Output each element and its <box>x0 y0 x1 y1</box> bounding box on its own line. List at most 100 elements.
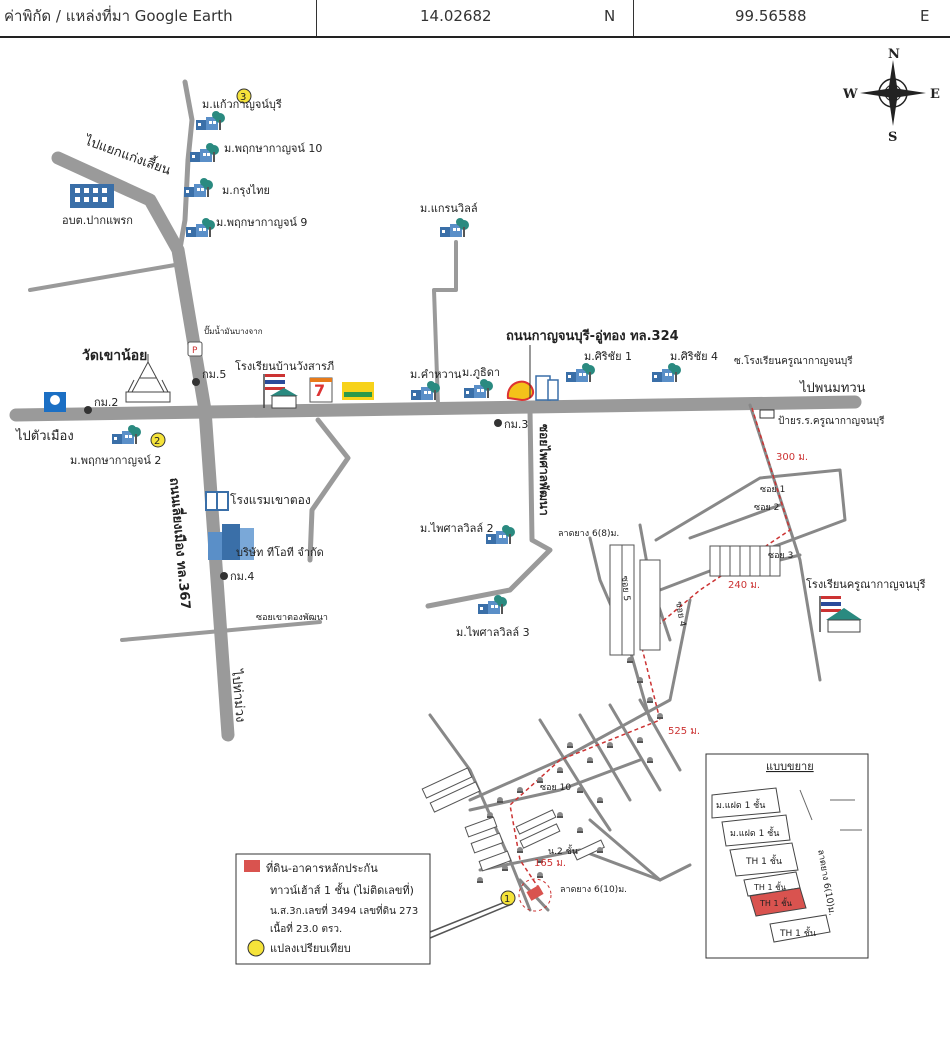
school-sign-icon <box>759 409 775 419</box>
label-sign-school: ป้ายร.ร.ครูณากาญจนบุรี <box>778 415 885 427</box>
inset-row5: TH 1 ชั้น <box>759 897 793 908</box>
label-obt: อบต.ปากแพรก <box>62 214 133 227</box>
legend-line2: ทาวน์เฮ้าส์ 1 ชั้น (ไม่ติดเลขที่) <box>270 882 414 897</box>
label-soi2: ซอย 2 <box>754 503 779 513</box>
label-to-phanom: ไปพนมทวน <box>799 380 866 396</box>
label-dist-300: 300 ม. <box>776 452 808 463</box>
village-grand-icon <box>440 218 469 237</box>
label-dist-240: 240 ม. <box>728 580 760 591</box>
building-icon <box>535 375 559 401</box>
label-lat-way6: ลาดยาง 6(8)ม. <box>558 529 619 539</box>
svg-text:S: S <box>888 130 897 145</box>
inset-detail: แบบขยาย ม.แฝด 1 ชั้น ม.แฝด 1 ชั้น TH 1 ช… <box>705 753 869 959</box>
inset-row2: ม.แฝด 1 ชั้น <box>730 826 779 839</box>
legend-line4: เนื้อที่ 23.0 ตรว. <box>270 921 342 935</box>
label-two-storey: น.2 ชั้น <box>548 844 578 857</box>
label-soi-khaotong: ซอยเขาตองพัฒนา <box>256 613 328 623</box>
inset-row3: TH 1 ชั้น <box>745 854 782 867</box>
village-sirichai4-icon <box>652 363 681 382</box>
label-soi-phaisan: ซอยไพศาลพัฒนา <box>537 424 552 516</box>
label-mb-grand: ม.แกรนวิลล์ <box>420 202 478 215</box>
label-hotel: โรงแรมเขาตอง <box>230 493 311 507</box>
village-kaew-icon <box>196 111 225 130</box>
label-gas-station: ปั๊มน้ำมันบางจาก <box>204 325 263 336</box>
latitude-value: 14.02682 <box>420 7 492 25</box>
label-company: บริษัท ทีโอที จำกัด <box>236 545 324 559</box>
bangchak-icon <box>44 392 66 412</box>
longitude-direction: E <box>920 7 930 25</box>
label-soi3: ซอย 3 <box>768 551 793 561</box>
header-divider <box>633 0 634 36</box>
svg-text:N: N <box>888 47 900 62</box>
legend-line5: แปลงเปรียบเทียบ <box>270 942 351 955</box>
village-sirichai1-icon <box>566 363 595 382</box>
comparison-marker-2: 2 <box>150 432 166 448</box>
village-pruksa10-icon <box>190 143 219 162</box>
shell-icon <box>506 380 534 402</box>
temple-icon <box>125 354 171 403</box>
label-mb-phuthida: ม.ภูธิดา <box>462 366 500 379</box>
village-phuthida-icon <box>464 379 493 398</box>
label-mb-kamwan: ม.คำหวาน <box>410 368 462 381</box>
inset-row1: ม.แฝด 1 ชั้น <box>716 798 765 811</box>
label-mb-phaisan2: ม.ไพศาลวิลล์ 2 <box>420 522 494 535</box>
svg-text:E: E <box>930 87 940 102</box>
label-school-kruna: โรงเรียนครูณากาญจนบุรี <box>806 577 926 591</box>
label-km5: กม.5 <box>202 368 226 381</box>
svg-text:2: 2 <box>154 436 160 447</box>
svg-text:7: 7 <box>314 381 325 400</box>
label-mb-phaisan3: ม.ไพศาลวิลล์ 3 <box>456 626 530 639</box>
comparison-marker-3: 3 <box>236 88 252 104</box>
seven-eleven-icon: 7 <box>309 377 333 403</box>
hotel-icon <box>205 491 229 511</box>
label-school-ban: โรงเรียนบ้านวังสารภี <box>235 359 334 373</box>
coordinate-header: ค่าพิกัด / แหล่งที่มา Google Earth 14.02… <box>0 0 950 38</box>
header-divider <box>316 0 317 36</box>
label-soi5: ซอย 5 <box>619 575 631 601</box>
label-soi4: ซอย 4 <box>673 601 687 628</box>
longitude-value: 99.56588 <box>735 7 807 25</box>
kruna-school-icon <box>819 596 862 633</box>
label-soi1: ซอย 1 <box>760 485 785 495</box>
label-dist-525: 525 ม. <box>668 726 700 737</box>
label-mb-sirichai1: ม.ศิริชัย 1 <box>584 350 632 363</box>
label-mb-krungthai: ม.กรุงไทย <box>222 184 270 197</box>
svg-text:1: 1 <box>504 894 510 905</box>
obt-building-icon <box>70 184 114 208</box>
svg-text:W: W <box>842 87 858 102</box>
comparison-marker-1: 1 <box>500 890 516 906</box>
inset-row6: TH 1 ชั้น <box>779 926 816 939</box>
housing-blocks <box>421 544 781 872</box>
subject-plot <box>526 885 544 901</box>
legend: ที่ดิน-อาคารหลักประกัน ทาวน์เฮ้าส์ 1 ชั้… <box>235 853 431 965</box>
gas-station-sign-icon: P <box>187 341 203 357</box>
legend-subject-swatch <box>244 860 260 872</box>
label-km2: กม.2 <box>94 396 118 409</box>
label-lat-way6-10: ลาดยาง 6(10)ม. <box>560 885 627 895</box>
school-flag-icon <box>263 374 298 409</box>
village-kamwan-icon <box>411 381 440 400</box>
label-dist-165: 165 ม. <box>534 858 566 869</box>
label-km3: กม.3 <box>504 418 528 431</box>
label-km4: กม.4 <box>230 570 254 583</box>
express-icon <box>342 382 374 400</box>
label-road-367: ถนนเลี่ยงเมือง ทล.367 <box>166 477 195 610</box>
label-mb-kaew: ม.แก้วกาญจน์บุรี <box>202 98 282 111</box>
village-pruksa9-icon <box>186 218 215 237</box>
svg-text:P: P <box>192 346 198 356</box>
label-mb-pruksa10: ม.พฤกษากาญจน์ 10 <box>224 142 322 155</box>
inset-title: แบบขยาย <box>766 760 814 773</box>
subject-highlight <box>518 878 552 912</box>
village-pruksa2-icon <box>112 425 141 444</box>
label-mb-pruksa2: ม.พฤกษากาญจน์ 2 <box>70 454 161 467</box>
inset-row4: TH 1 ชั้น <box>753 881 787 892</box>
label-road-324: ถนนกาญจนบุรี-อู่ทอง ทล.324 <box>506 328 679 344</box>
compass-icon: N S E W <box>842 47 940 145</box>
legend-marker-swatch <box>247 939 265 957</box>
svg-text:3: 3 <box>240 92 246 103</box>
label-to-thamuang: ไปท่าม่วง <box>228 668 249 723</box>
label-wat: วัดเขาน้อย <box>82 348 147 364</box>
label-mb-pruksa9: ม.พฤกษากาญจน์ 9 <box>216 216 307 229</box>
legend-line1: ที่ดิน-อาคารหลักประกัน <box>266 860 378 875</box>
legend-line3: น.ส.3ก.เลขที่ 3494 เลขที่ดิน 273 <box>270 903 418 917</box>
